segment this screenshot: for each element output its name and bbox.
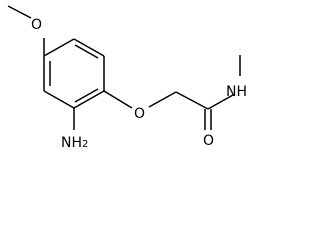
- atom-amine-hydrogens: H: [71, 135, 82, 151]
- atom-amine-group: NH2: [61, 135, 88, 151]
- bond-ring-2: [73, 38, 105, 57]
- atom-amine-nitrogen: N: [61, 135, 71, 151]
- bond-ring-4: [73, 90, 105, 109]
- atom-ether-oxygen: O: [134, 106, 145, 122]
- bond-ring-inner-2: [74, 88, 99, 103]
- atom-amide-nitrogen: N: [226, 84, 236, 100]
- bond-carbonyl-amide-nitrogen: [207, 94, 234, 110]
- bond-ring-inner-1: [74, 44, 99, 59]
- atom-amine-subscript: 2: [82, 139, 88, 150]
- structure-diagram: O NH2 O O NH: [7, 5, 247, 151]
- bond-methyl-methoxy-oxygen: [7, 5, 32, 19]
- bond-ether-oxygen-methylene: [148, 91, 177, 108]
- bond-methylene-carbonyl: [175, 91, 209, 110]
- atom-amide-hydrogen: H: [236, 84, 247, 100]
- bond-ring-ether-oxygen: [103, 90, 133, 109]
- atom-methoxy-oxygen: O: [31, 17, 42, 33]
- atom-carbonyl-oxygen: O: [203, 133, 214, 149]
- bond-ring-1: [43, 38, 75, 57]
- bond-ring-5: [43, 90, 75, 109]
- atom-amide-group: NH: [226, 84, 247, 100]
